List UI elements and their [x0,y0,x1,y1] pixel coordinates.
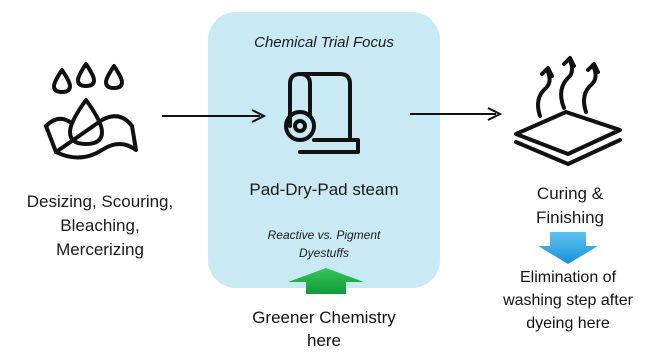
right-step-label: Curing & Finishing [500,182,640,230]
left-step-line-2: Bleaching, [60,216,140,235]
fabric-roll-icon [284,72,360,154]
elimination-down-arrow-icon [538,232,598,264]
left-step-line-1: Desizing, Scouring, [26,192,174,211]
greener-line-1: Greener Chemistry [252,308,396,327]
left-step-line-3: Mercerizing [56,240,144,259]
right-step-line-1: Curing & [536,184,604,203]
greener-up-arrow-icon [288,268,364,294]
greener-chemistry-label: Greener Chemistry here [208,306,440,352]
arrow-to-curing-icon [410,107,503,121]
dyestuff-line-1: Reactive vs. Pigment [267,228,381,242]
right-step-line-2: Finishing [535,208,605,227]
elimination-line-2: washing step after [503,292,633,309]
water-drops-cloth-icon [44,62,138,160]
elimination-label: Elimination of washing step after dyeing… [470,266,664,335]
elimination-line-3: dyeing here [526,315,610,332]
focus-panel-title: Chemical Trial Focus [254,34,394,51]
dyestuff-line-2: Dyestuffs [298,246,349,260]
process-pad-dry-pad-label: Pad-Dry-Pad steam [249,180,399,199]
greener-line-2: here [306,331,342,350]
heat-fabric-layers-icon [514,56,622,166]
arrow-to-focus-icon [162,109,267,123]
elimination-line-1: Elimination of [519,269,617,286]
left-step-label: Desizing, Scouring, Bleaching, Mercerizi… [0,190,200,262]
dyestuff-label: Reactive vs. Pigment Dyestuffs [208,226,440,262]
